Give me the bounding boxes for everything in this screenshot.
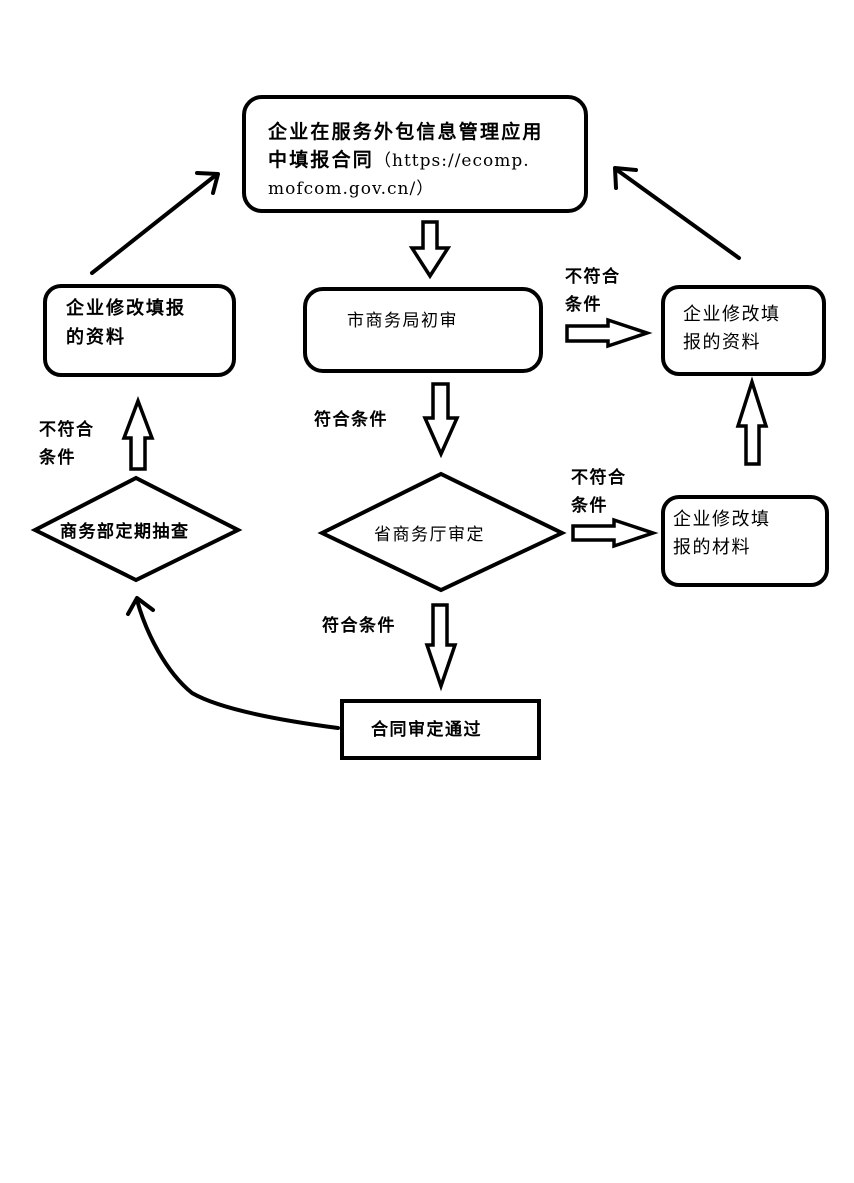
edge-label-not-compliant-ministry: 不符合 条件: [39, 416, 95, 472]
arrow-bottom-curve-to-ministry: [126, 596, 340, 730]
block-arrow-top-to-city: [408, 220, 452, 280]
right-modify-material-line2: 报的材料: [673, 537, 751, 558]
edge-label-compliant-city: 符合条件: [314, 410, 388, 430]
left-modify-label: 企业修改填报 的资料: [66, 294, 186, 352]
fill-contract-line2: 中填报合同（https://ecomp.: [268, 145, 530, 172]
block-arrow-city-to-province: [422, 382, 460, 459]
fill-contract-line2-text: 中填报合同: [268, 149, 375, 171]
left-modify-line1: 企业修改填报: [66, 298, 186, 319]
right-modify-material-label: 企业修改填 报的材料: [673, 506, 771, 562]
left-modify-line2: 的资料: [66, 327, 126, 348]
edge-label-line1: 不符合: [571, 468, 627, 488]
right-modify-info-line1: 企业修改填: [683, 304, 781, 325]
block-arrow-province-to-right-material: [571, 517, 659, 549]
city-review-box: [303, 287, 543, 373]
contract-approved-box: [340, 699, 541, 760]
edge-label-line2: 条件: [571, 496, 608, 516]
fill-contract-url-part1: （https://ecomp.: [374, 151, 530, 171]
city-review-label: 市商务局初审: [347, 311, 458, 331]
fill-contract-url-part2: mofcom.gov.cn/）: [268, 179, 435, 199]
province-review-diamond: [317, 471, 567, 593]
block-arrow-city-to-right-info: [565, 317, 653, 349]
fill-contract-box: [242, 95, 588, 213]
edge-label-line1: 不符合: [39, 420, 95, 440]
ministry-check-label: 商务部定期抽查: [60, 522, 190, 542]
left-modify-box: [43, 284, 236, 377]
right-modify-material-box: [661, 495, 829, 587]
edge-label-not-compliant-province: 不符合 条件: [571, 464, 627, 520]
block-arrow-material-to-info: [735, 376, 769, 466]
right-modify-material-line1: 企业修改填: [673, 509, 771, 530]
arrow-left-to-top: [90, 171, 220, 275]
block-arrow-ministry-to-left: [121, 396, 155, 471]
province-review-label: 省商务厅审定: [374, 525, 485, 545]
edge-label-line2: 条件: [565, 295, 602, 315]
edge-label-line1: 不符合: [565, 267, 621, 287]
block-arrow-province-to-approved: [424, 603, 458, 692]
edge-label-line2: 条件: [39, 448, 76, 468]
edge-label-compliant-province: 符合条件: [322, 616, 396, 636]
right-modify-info-line2: 报的资料: [683, 332, 761, 353]
fill-contract-line1: 企业在服务外包信息管理应用: [268, 121, 544, 143]
right-modify-info-box: [661, 285, 826, 376]
contract-approved-label: 合同审定通过: [371, 720, 482, 740]
right-modify-info-label: 企业修改填 报的资料: [683, 301, 781, 357]
ministry-check-diamond: [30, 475, 243, 583]
edge-label-not-compliant-city: 不符合 条件: [565, 263, 621, 319]
arrow-right-to-top: [613, 166, 741, 260]
